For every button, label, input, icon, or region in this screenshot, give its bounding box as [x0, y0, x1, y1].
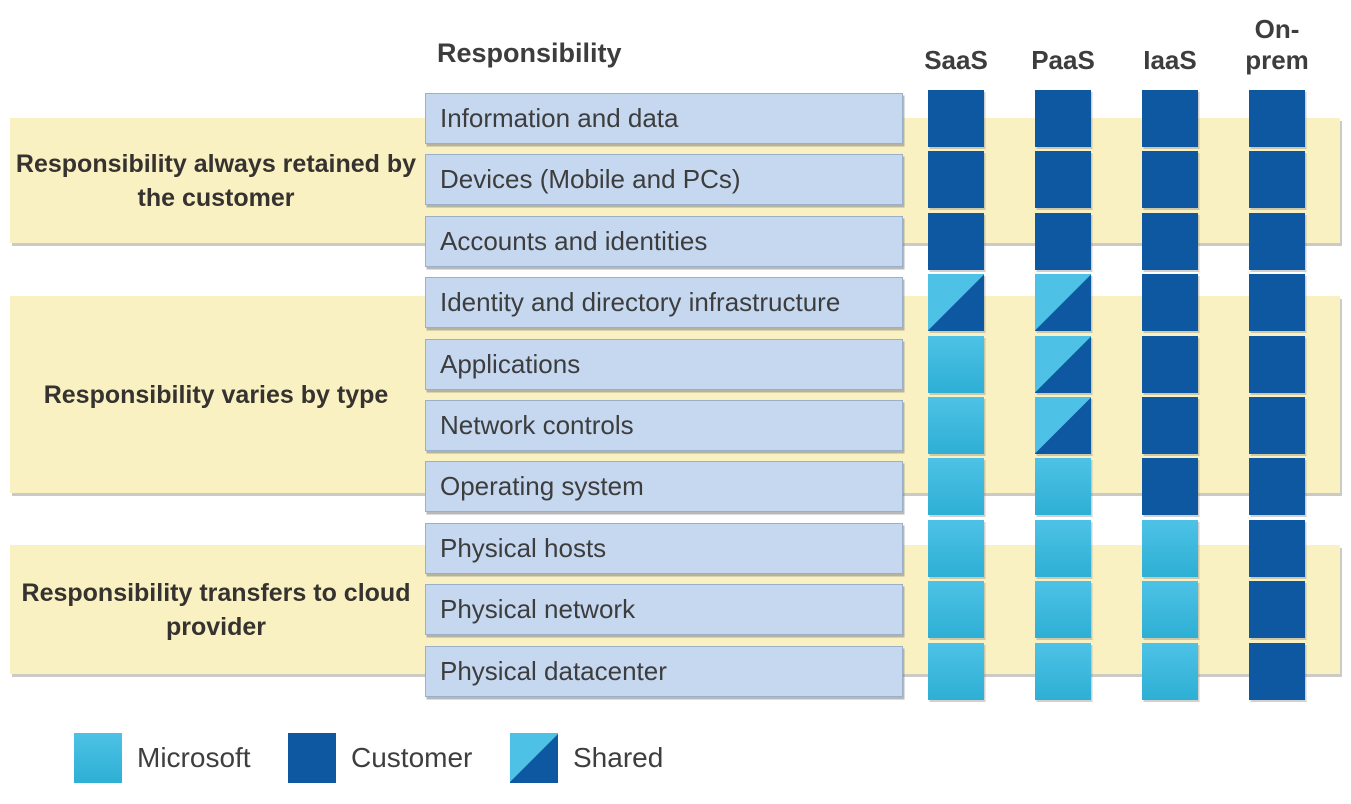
matrix-cell-shared: [928, 274, 984, 332]
matrix-cell-microsoft: [928, 397, 984, 454]
matrix-cell-shared: [1035, 397, 1091, 454]
matrix-cell-customer: [1249, 519, 1305, 577]
matrix-cell-microsoft: [1035, 642, 1091, 700]
row-pill: Operating system: [425, 461, 903, 513]
matrix-cell-customer: [1249, 212, 1305, 270]
matrix-cell-customer: [1142, 274, 1198, 332]
row-pill: Applications: [425, 338, 903, 390]
matrix-cell-microsoft: [1035, 581, 1091, 639]
group-label-transfers: Responsibility transfers to cloud provid…: [21, 578, 411, 641]
matrix-cell-customer: [1035, 90, 1091, 147]
legend-item-customer: Customer: [288, 733, 472, 783]
legend-swatch-shared: [510, 733, 558, 783]
matrix-cell-microsoft: [928, 581, 984, 639]
legend-swatch-customer: [288, 733, 336, 783]
row-pill: Physical network: [425, 584, 903, 636]
matrix-cell-customer: [1142, 151, 1198, 209]
matrix-cell-customer: [1249, 335, 1305, 393]
matrix-cell-customer: [1249, 397, 1305, 454]
row-pill: Network controls: [425, 400, 903, 451]
row-pill: Devices (Mobile and PCs): [425, 154, 903, 206]
column-header-paas: PaaS: [1003, 12, 1123, 76]
group-label-varies: Responsibility varies by type: [43, 380, 389, 409]
column-header-onprem-label: On-prem: [1245, 13, 1309, 75]
legend-swatch-microsoft: [74, 733, 122, 783]
matrix-cell-customer: [1142, 458, 1198, 516]
matrix-cell-shared: [1035, 274, 1091, 332]
matrix-cell-microsoft: [1035, 458, 1091, 516]
legend-item-microsoft: Microsoft: [74, 733, 251, 783]
matrix-cell-customer: [1249, 151, 1305, 209]
matrix-cell-microsoft: [1142, 581, 1198, 639]
row-pill: Physical hosts: [425, 522, 903, 574]
matrix-cell-microsoft: [1035, 519, 1091, 577]
matrix-cell-microsoft: [928, 642, 984, 700]
matrix-cell-customer: [928, 90, 984, 147]
group-band-varies: [10, 296, 1340, 493]
row-pill: Accounts and identities: [425, 215, 903, 267]
matrix-cell-customer: [1249, 642, 1305, 700]
legend-item-shared: Shared: [510, 733, 663, 783]
matrix-cell-microsoft: [928, 335, 984, 393]
matrix-cell-customer: [1142, 397, 1198, 454]
matrix-cell-microsoft: [1142, 519, 1198, 577]
matrix-cell-microsoft: [928, 458, 984, 516]
column-header-paas-label: PaaS: [1031, 44, 1095, 75]
group-label-retained: Responsibility always retained by the cu…: [15, 149, 417, 212]
matrix-cell-customer: [1142, 212, 1198, 270]
matrix-cell-customer: [1142, 90, 1198, 147]
row-pill: Identity and directory infrastructure: [425, 277, 903, 329]
column-header-saas: SaaS: [896, 12, 1016, 76]
responsibility-column-header: Responsibility: [437, 38, 622, 68]
matrix-cell-shared: [1035, 335, 1091, 393]
matrix-cell-customer: [928, 212, 984, 270]
matrix-cell-customer: [1035, 212, 1091, 270]
row-pill: Physical datacenter: [425, 645, 903, 697]
matrix-cell-microsoft: [928, 519, 984, 577]
matrix-cell-customer: [1142, 335, 1198, 393]
legend-label-shared: Shared: [573, 742, 664, 773]
legend-label-microsoft: Microsoft: [137, 742, 251, 773]
row-pill: Information and data: [425, 93, 903, 144]
matrix-cell-customer: [1249, 274, 1305, 332]
matrix-cell-customer: [1035, 151, 1091, 209]
column-header-onprem: On-prem: [1217, 12, 1337, 76]
matrix-cell-customer: [1249, 458, 1305, 516]
matrix-cell-customer: [928, 151, 984, 209]
column-header-saas-label: SaaS: [924, 44, 988, 75]
matrix-cell-microsoft: [1142, 642, 1198, 700]
matrix-cell-customer: [1249, 581, 1305, 639]
column-header-iaas-label: IaaS: [1143, 44, 1197, 75]
matrix-cell-customer: [1249, 90, 1305, 147]
legend-label-customer: Customer: [351, 742, 473, 773]
column-header-iaas: IaaS: [1110, 12, 1230, 76]
